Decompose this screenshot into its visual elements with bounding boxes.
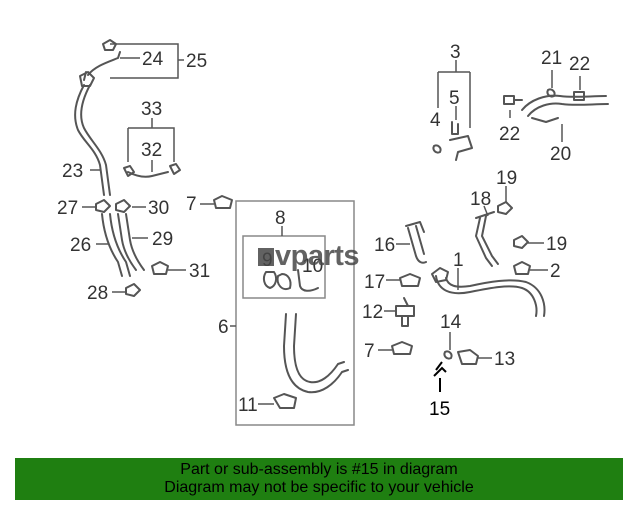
callout-2: 2 xyxy=(550,261,561,282)
watermark-logo-mark xyxy=(258,248,274,266)
callout-18: 18 xyxy=(470,189,491,210)
callout-32: 32 xyxy=(141,140,162,161)
callout-24: 24 xyxy=(142,49,164,70)
top-right-parts xyxy=(432,60,609,161)
bolt-22-right xyxy=(573,91,585,101)
clamp-11 xyxy=(273,393,297,409)
watermark-logo: vparts xyxy=(258,240,360,273)
clamp-24-top xyxy=(102,39,117,51)
fittings-group xyxy=(378,221,492,392)
hose-29 xyxy=(117,213,145,271)
clamp-33-left xyxy=(123,165,135,177)
clamp-19-bottom xyxy=(513,235,529,249)
pipe-23 xyxy=(74,84,111,196)
callout-29: 29 xyxy=(152,229,173,250)
hose-16 xyxy=(405,221,427,264)
callout-10: 10 xyxy=(302,256,323,277)
callout-25: 25 xyxy=(186,51,207,72)
callout-12: 12 xyxy=(362,302,383,323)
thermostat-group xyxy=(200,195,355,426)
callout-19-top: 19 xyxy=(496,168,517,189)
bracket-33 xyxy=(127,118,175,162)
parts-diagram: 1 2 3 4 5 6 7 7 8 9 10 11 12 13 14 15 16… xyxy=(57,39,609,426)
callout-1: 1 xyxy=(453,250,464,271)
clamp-17 xyxy=(399,273,421,287)
clamp-2 xyxy=(513,261,531,275)
callout-13: 13 xyxy=(494,349,515,370)
clamp-1 xyxy=(431,267,449,283)
callout-26: 26 xyxy=(70,235,91,256)
clamp-31 xyxy=(151,261,169,275)
callout-6: 6 xyxy=(218,317,229,338)
clamp-28 xyxy=(125,283,141,297)
clamp-7-top xyxy=(213,195,233,209)
sensor-13 xyxy=(457,349,479,365)
callout-7-bottom: 7 xyxy=(364,341,375,362)
hose-26 xyxy=(101,213,131,277)
clamp-30 xyxy=(115,199,131,213)
callout-8: 8 xyxy=(275,208,286,229)
callout-28: 28 xyxy=(87,283,108,304)
callout-22-right: 22 xyxy=(569,54,590,75)
box-8 xyxy=(242,235,326,299)
callout-23: 23 xyxy=(62,161,83,182)
callout-22-left: 22 xyxy=(499,124,520,145)
callout-21: 21 xyxy=(541,48,562,69)
leader-18 xyxy=(483,205,489,217)
pipe-20 xyxy=(521,94,609,123)
box-6 xyxy=(235,200,355,426)
clamp-19-top xyxy=(497,201,513,215)
watermark-text: vparts xyxy=(275,240,360,272)
hose-8 xyxy=(297,269,319,292)
clip-15 xyxy=(433,361,447,392)
callout-14: 14 xyxy=(440,312,462,333)
callout-20: 20 xyxy=(550,144,571,165)
oring-4 xyxy=(432,144,442,154)
clamp-23 xyxy=(79,71,95,87)
callout-33: 33 xyxy=(141,99,162,120)
bracket-3 xyxy=(437,60,471,128)
info-banner: Part or sub-assembly is #15 in diagram D… xyxy=(15,458,623,500)
hose-24 xyxy=(83,51,121,81)
callout-17: 17 xyxy=(364,272,385,293)
clamp-7-bottom xyxy=(391,341,413,355)
callout-15: 15 xyxy=(429,399,450,420)
banner-line-2: Diagram may not be specific to your vehi… xyxy=(164,479,474,496)
gasket-8-b xyxy=(276,273,292,290)
bracket-25 xyxy=(110,43,184,79)
callout-labels: 1 2 3 4 5 6 7 7 8 9 10 11 12 13 14 15 16… xyxy=(57,42,590,420)
fitting-5 xyxy=(449,121,473,161)
oring-21 xyxy=(546,88,556,98)
bolt-22-left xyxy=(503,95,523,105)
hose-6 xyxy=(283,313,349,394)
callout-11: 11 xyxy=(238,395,258,416)
right-hoses xyxy=(431,186,548,317)
callout-19-bottom: 19 xyxy=(546,234,567,255)
hose-1 xyxy=(435,275,546,317)
callout-7-top: 7 xyxy=(186,194,197,215)
pipe-18 xyxy=(475,211,499,267)
callout-3: 3 xyxy=(450,42,461,63)
fitting-12 xyxy=(395,297,415,327)
gasket-8-a xyxy=(262,271,278,289)
callout-16: 16 xyxy=(374,235,395,256)
callout-31: 31 xyxy=(189,261,210,282)
oring-14 xyxy=(443,350,453,360)
banner-line-1: Part or sub-assembly is #15 in diagram xyxy=(180,461,458,478)
callout-4: 4 xyxy=(430,110,441,131)
callout-30: 30 xyxy=(148,198,169,219)
hose-group-left xyxy=(74,39,186,297)
callout-5: 5 xyxy=(449,88,460,109)
clamp-27 xyxy=(95,199,111,213)
clamp-33-right xyxy=(169,163,181,175)
callout-27: 27 xyxy=(57,198,78,219)
